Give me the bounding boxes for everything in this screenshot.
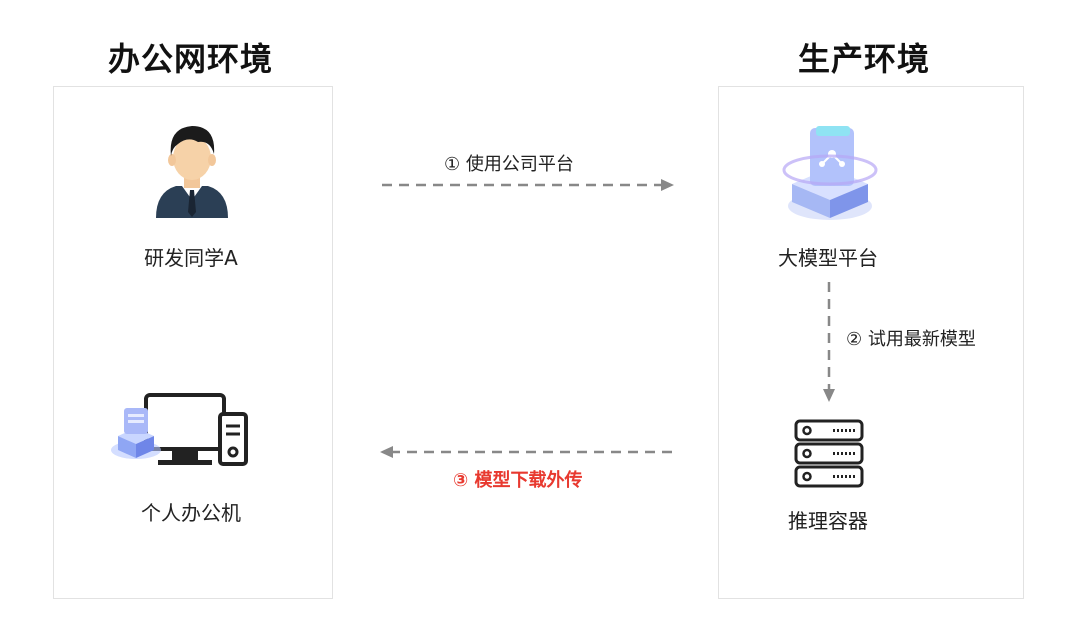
arrow-exfiltrate	[380, 446, 672, 458]
person-icon	[150, 120, 234, 220]
ai-platform-label: 大模型平台	[758, 242, 898, 271]
ai-platform-icon	[780, 120, 880, 224]
edge-label-use-platform: ① 使用公司平台	[444, 150, 574, 176]
edge-label-exfiltrate: ③ 模型下载外传	[453, 466, 583, 492]
developer-label: 研发同学A	[116, 242, 266, 271]
desktop-computer-icon	[108, 392, 250, 474]
office-network-title: 办公网环境	[108, 34, 273, 80]
inference-container-label: 推理容器	[758, 505, 898, 534]
edge-label-try-model: ② 试用最新模型	[846, 325, 976, 351]
office-pc-label: 个人办公机	[116, 497, 266, 526]
server-rack-icon	[793, 418, 865, 490]
production-env-title: 生产环境	[798, 34, 930, 80]
arrow-use-platform	[382, 179, 674, 191]
